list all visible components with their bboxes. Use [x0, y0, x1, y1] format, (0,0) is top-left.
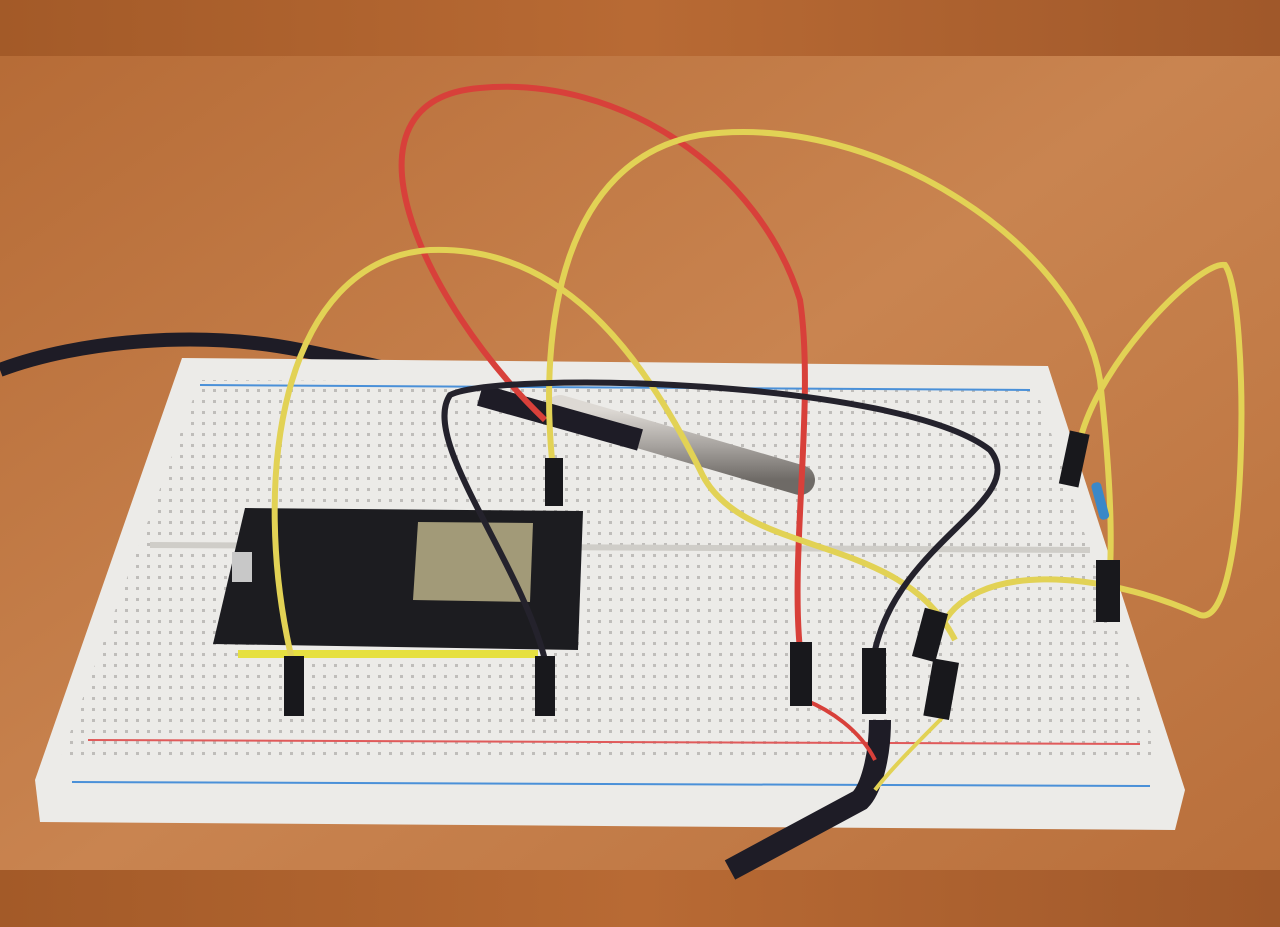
resistor	[1091, 482, 1110, 520]
sensor-lead-yellow	[873, 713, 947, 792]
yellow-wire-left	[271, 246, 958, 661]
header-pin	[790, 642, 812, 706]
header-pin	[923, 658, 959, 721]
header-pin	[284, 656, 304, 716]
sensor-cable-bottom	[724, 719, 891, 880]
yellow-wire-long	[546, 129, 1114, 571]
yellow-wire-right-loop	[937, 261, 1245, 632]
pin-header-yellow	[238, 650, 538, 658]
rail-red-line	[87, 739, 1141, 745]
sensor-lead-red	[804, 698, 877, 761]
header-pin	[545, 458, 563, 506]
header-pin	[862, 648, 886, 714]
rail-blue-line	[71, 781, 1151, 787]
top-wood-band	[0, 0, 1280, 56]
probe-cable-end	[477, 384, 643, 451]
rail-blue-line-top	[199, 384, 1031, 391]
header-pin	[1058, 430, 1090, 488]
header-pin	[535, 656, 555, 716]
usb-port	[232, 552, 252, 582]
black-wire	[441, 379, 1001, 661]
esp32-module-shield	[413, 522, 533, 602]
red-wire	[398, 83, 808, 651]
header-pin	[911, 607, 949, 663]
header-pin	[1096, 560, 1120, 622]
bottom-wood-band	[0, 870, 1280, 927]
